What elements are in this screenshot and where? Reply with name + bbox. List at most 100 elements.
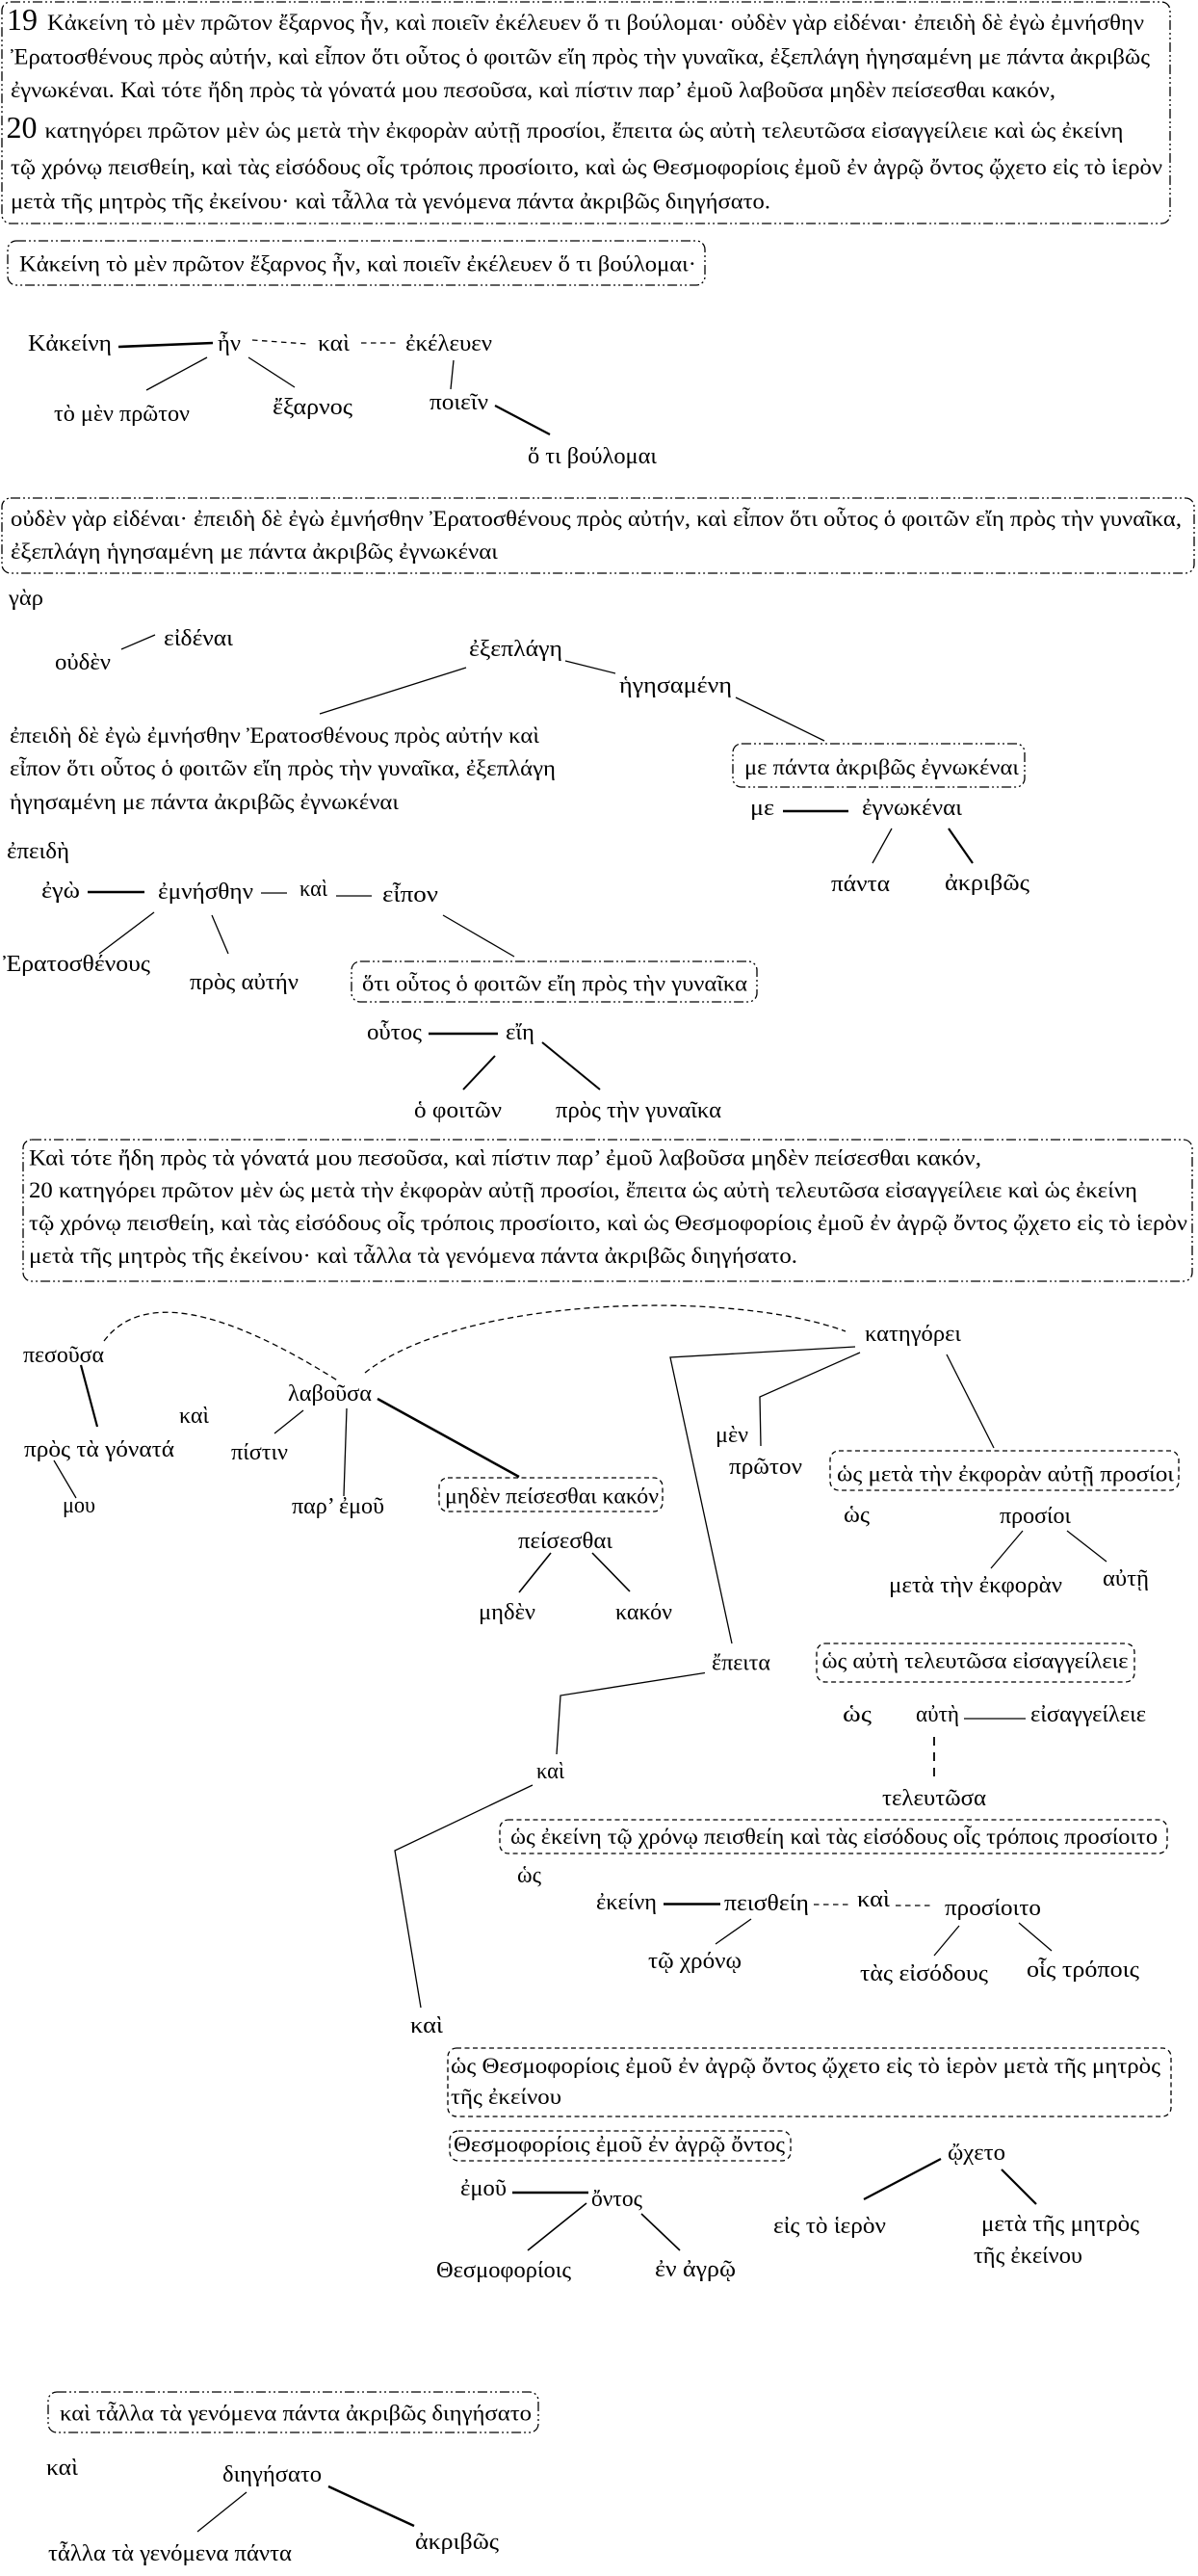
svg-text:ὡς ἐκείνη τῷ χρόνῳ πεισθείη κα: ὡς ἐκείνη τῷ χρόνῳ πεισθείη καὶ τὰς εἰσό… bbox=[510, 1825, 1158, 1849]
svg-text:καὶ τἆλλα τὰ γενόμενα πάντα ἀκ: καὶ τἆλλα τὰ γενόμενα πάντα ἀκριβῶς διηγ… bbox=[60, 2402, 532, 2426]
svg-text:αὐτὴ: αὐτὴ bbox=[916, 1701, 959, 1727]
svg-text:οὗτος: οὗτος bbox=[367, 1019, 422, 1045]
svg-text:μετὰ τὴν ἐκφορὰν: μετὰ τὴν ἐκφορὰν bbox=[889, 1572, 1062, 1598]
svg-text:μηδὲν πείσεσθαι κακόν: μηδὲν πείσεσθαι κακόν bbox=[445, 1485, 659, 1509]
svg-text:ὡς: ὡς bbox=[844, 1502, 870, 1528]
svg-text:ἐκέλευεν: ἐκέλευεν bbox=[405, 330, 492, 356]
svg-text:Κἀκείνη τὸ μὲν πρῶτον ἔξαρνος: Κἀκείνη τὸ μὲν πρῶτον ἔξαρνος ἦν, καὶ πο… bbox=[47, 11, 1144, 35]
svg-text:παρ’ ἐμοῦ: παρ’ ἐμοῦ bbox=[292, 1493, 384, 1519]
svg-text:Θεσμοφορίοις ἐμοῦ ἐν ἀγρῷ ὄντο: Θεσμοφορίοις ἐμοῦ ἐν ἀγρῷ ὄντος bbox=[454, 2133, 785, 2157]
svg-text:τῷ χρόνῳ πεισθείη, καὶ τὰς εἰσ: τῷ χρόνῳ πεισθείη, καὶ τὰς εἰσόδους οἷς … bbox=[29, 1211, 1187, 1235]
svg-text:με πάντα ἀκριβῶς ἐγνωκέναι: με πάντα ἀκριβῶς ἐγνωκέναι bbox=[744, 755, 1020, 779]
svg-text:πρὸς αὐτήν: πρὸς αὐτήν bbox=[190, 969, 299, 995]
svg-text:ἡγησαμένη: ἡγησαμένη bbox=[619, 672, 732, 698]
svg-text:πρὸς τὴν γυναῖκα: πρὸς τὴν γυναῖκα bbox=[556, 1097, 721, 1123]
svg-text:ἐν ἀγρῷ: ἐν ἀγρῷ bbox=[655, 2256, 736, 2282]
svg-text:τελευτῶσα: τελευτῶσα bbox=[882, 1785, 986, 1811]
svg-text:ὡς Θεσμοφορίοις ἐμοῦ ἐν ἀγρῷ ὄ: ὡς Θεσμοφορίοις ἐμοῦ ἐν ἀγρῷ ὄντος ᾤχετο… bbox=[451, 2054, 1160, 2078]
svg-text:ποιεῖν: ποιεῖν bbox=[430, 389, 488, 415]
svg-text:ἐξεπλάγη ἡγησαμένη με πάντα ἀκ: ἐξεπλάγη ἡγησαμένη με πάντα ἀκριβῶς ἐγνω… bbox=[11, 539, 499, 564]
svg-text:καὶ: καὶ bbox=[300, 876, 327, 902]
svg-text:Θεσμοφορίοις: Θεσμοφορίοις bbox=[436, 2257, 571, 2283]
svg-text:προσίοιτο: προσίοιτο bbox=[945, 1895, 1041, 1921]
svg-text:ἐγνωκέναι. Καὶ τότε ἤδη πρὸς τ: ἐγνωκέναι. Καὶ τότε ἤδη πρὸς τὰ γόνατά μ… bbox=[11, 78, 1055, 102]
svg-text:ὄντος: ὄντος bbox=[591, 2186, 642, 2212]
svg-text:οὐδὲν: οὐδὲν bbox=[55, 649, 111, 675]
svg-text:κατηγόρει πρῶτον μὲν ὡς μετὰ τ: κατηγόρει πρῶτον μὲν ὡς μετὰ τὴν ἐκφορὰν… bbox=[45, 118, 1124, 143]
svg-text:τῷ χρόνῳ πεισθείη, καὶ τὰς εἰσ: τῷ χρόνῳ πεισθείη, καὶ τὰς εἰσόδους οἷς … bbox=[11, 155, 1162, 179]
svg-text:εἴη: εἴη bbox=[506, 1019, 534, 1045]
svg-text:γὰρ: γὰρ bbox=[8, 586, 43, 610]
svg-text:πίστιν: πίστιν bbox=[231, 1439, 288, 1465]
svg-text:19: 19 bbox=[7, 2, 38, 37]
svg-text:πρῶτον: πρῶτον bbox=[729, 1454, 802, 1480]
svg-text:καὶ: καὶ bbox=[46, 2455, 78, 2481]
svg-text:διηγήσατο: διηγήσατο bbox=[222, 2461, 322, 2487]
svg-text:ἀκριβῶς: ἀκριβῶς bbox=[945, 870, 1029, 896]
svg-text:μου: μου bbox=[63, 1492, 95, 1518]
svg-text:20 κατηγόρει πρῶτον μὲν ὡς μετ: 20 κατηγόρει πρῶτον μὲν ὡς μετὰ τὴν ἐκφο… bbox=[29, 1178, 1137, 1202]
svg-text:ἐκείνη: ἐκείνη bbox=[596, 1889, 657, 1915]
svg-text:ὡς: ὡς bbox=[843, 1701, 872, 1727]
svg-text:πεσοῦσα: πεσοῦσα bbox=[23, 1342, 104, 1368]
svg-text:ὅτι οὗτος ὁ φοιτῶν εἴη πρὸς τὴ: ὅτι οὗτος ὁ φοιτῶν εἴη πρὸς τὴν γυναῖκα bbox=[362, 972, 747, 996]
svg-text:οἷς τρόποις: οἷς τρόποις bbox=[1027, 1957, 1139, 1983]
svg-text:μὲν: μὲν bbox=[716, 1422, 748, 1448]
svg-text:ὡς μετὰ τὴν ἐκφορὰν αὐτῇ προσί: ὡς μετὰ τὴν ἐκφορὰν αὐτῇ προσίοι bbox=[837, 1462, 1175, 1486]
svg-text:Καὶ τότε ἤδη πρὸς τὰ γόνατά μο: Καὶ τότε ἤδη πρὸς τὰ γόνατά μου πεσοῦσα,… bbox=[29, 1146, 981, 1170]
svg-text:Κἀκείνη: Κἀκείνη bbox=[28, 330, 112, 356]
svg-text:ἐπειδὴ: ἐπειδὴ bbox=[7, 838, 69, 864]
svg-text:εἶπον: εἶπον bbox=[382, 881, 438, 907]
svg-text:Κἀκείνη τὸ μὲν πρῶτον ἔξαρνος: Κἀκείνη τὸ μὲν πρῶτον ἔξαρνος ἦν, καὶ πο… bbox=[19, 252, 696, 276]
svg-text:πάντα: πάντα bbox=[831, 871, 890, 897]
svg-text:καὶ: καὶ bbox=[536, 1758, 564, 1784]
svg-text:τῆς ἐκείνου: τῆς ἐκείνου bbox=[974, 2243, 1082, 2269]
svg-text:εἰδέναι: εἰδέναι bbox=[164, 625, 233, 651]
svg-text:ὡς αὐτὴ τελευτῶσα εἰσαγγείλειε: ὡς αὐτὴ τελευτῶσα εἰσαγγείλειε bbox=[822, 1649, 1129, 1673]
svg-text:τἆλλα τὰ γενόμενα πάντα: τἆλλα τὰ γενόμενα πάντα bbox=[48, 2540, 292, 2566]
svg-text:οὐδὲν γὰρ εἰδέναι· ἐπειδὴ δὲ ἐ: οὐδὲν γὰρ εἰδέναι· ἐπειδὴ δὲ ἐγὼ ἐμνήσθη… bbox=[11, 507, 1182, 531]
svg-text:καὶ: καὶ bbox=[318, 330, 350, 356]
svg-text:μετὰ τῆς μητρὸς τῆς ἐκείνου· κ: μετὰ τῆς μητρὸς τῆς ἐκείνου· καὶ τἆλλα τ… bbox=[11, 190, 770, 214]
svg-text:ἔπειτα: ἔπειτα bbox=[712, 1650, 770, 1676]
svg-text:Ἐρατοσθένους: Ἐρατοσθένους bbox=[3, 951, 150, 977]
svg-text:ὁ φοιτῶν: ὁ φοιτῶν bbox=[414, 1097, 502, 1123]
svg-text:ὅ τι βούλομαι: ὅ τι βούλομαι bbox=[528, 443, 657, 469]
svg-text:πρὸς τὰ γόνατά: πρὸς τὰ γόνατά bbox=[24, 1436, 174, 1462]
svg-text:προσίοι: προσίοι bbox=[1000, 1503, 1071, 1529]
svg-text:τῷ χρόνῳ: τῷ χρόνῳ bbox=[648, 1948, 742, 1974]
svg-text:κακόν: κακόν bbox=[615, 1599, 672, 1625]
svg-text:καὶ: καὶ bbox=[179, 1403, 209, 1429]
svg-text:20: 20 bbox=[7, 110, 38, 145]
svg-text:μηδὲν: μηδὲν bbox=[479, 1599, 535, 1625]
svg-text:τῆς ἐκείνου: τῆς ἐκείνου bbox=[451, 2085, 561, 2109]
svg-text:ἐπειδὴ δὲ ἐγὼ ἐμνήσθην Ἐρατοσθ: ἐπειδὴ δὲ ἐγὼ ἐμνήσθην Ἐρατοσθένους πρὸς… bbox=[10, 723, 540, 748]
svg-text:ἐγὼ: ἐγὼ bbox=[41, 878, 80, 904]
svg-text:λαβοῦσα: λαβοῦσα bbox=[288, 1380, 372, 1406]
svg-text:ἐμοῦ: ἐμοῦ bbox=[460, 2175, 507, 2201]
svg-text:εἰς τὸ ἱερὸν: εἰς τὸ ἱερὸν bbox=[773, 2213, 886, 2239]
svg-text:κατηγόρει: κατηγόρει bbox=[865, 1321, 961, 1347]
svg-text:αὐτῇ: αὐτῇ bbox=[1103, 1565, 1149, 1591]
svg-text:μετὰ τῆς μητρὸς τῆς ἐκείνου· κ: μετὰ τῆς μητρὸς τῆς ἐκείνου· καὶ τἆλλα τ… bbox=[29, 1244, 797, 1268]
svg-text:μετὰ τῆς μητρὸς: μετὰ τῆς μητρὸς bbox=[981, 2211, 1139, 2237]
svg-text:ἔξαρνος: ἔξαρνος bbox=[273, 394, 352, 420]
svg-text:ἐμνήσθην: ἐμνήσθην bbox=[158, 879, 253, 905]
svg-text:εἰσαγγείλειε: εἰσαγγείλειε bbox=[1030, 1701, 1146, 1727]
svg-text:εἶπον ὅτι οὗτος ὁ φοιτῶν εἴη π: εἶπον ὅτι οὗτος ὁ φοιτῶν εἴη πρὸς τὴν γυ… bbox=[10, 756, 556, 780]
svg-text:ὡς: ὡς bbox=[517, 1862, 541, 1888]
svg-text:ᾤχετο: ᾤχετο bbox=[948, 2140, 1005, 2166]
svg-text:ἐγνωκέναι: ἐγνωκέναι bbox=[862, 795, 962, 821]
svg-text:ἀκριβῶς: ἀκριβῶς bbox=[415, 2529, 499, 2555]
svg-text:ἡγησαμένη με πάντα ἀκριβῶς ἐγν: ἡγησαμένη με πάντα ἀκριβῶς ἐγνωκέναι bbox=[10, 790, 400, 814]
svg-text:καὶ: καὶ bbox=[857, 1886, 890, 1912]
svg-text:πείσεσθαι: πείσεσθαι bbox=[518, 1528, 612, 1554]
svg-text:πεισθείη: πεισθείη bbox=[724, 1890, 809, 1916]
svg-text:τὰς εἰσόδους: τὰς εἰσόδους bbox=[860, 1960, 988, 1986]
svg-text:Ἐρατοσθένους πρὸς αὐτήν, καὶ ε: Ἐρατοσθένους πρὸς αὐτήν, καὶ εἶπον ὅτι ο… bbox=[11, 45, 1150, 69]
svg-text:ἦν: ἦν bbox=[218, 330, 241, 356]
svg-text:με: με bbox=[750, 795, 774, 821]
svg-text:καὶ: καὶ bbox=[410, 2012, 443, 2038]
svg-text:ἐξεπλάγη: ἐξεπλάγη bbox=[469, 636, 562, 662]
svg-text:τὸ μὲν πρῶτον: τὸ μὲν πρῶτον bbox=[54, 401, 190, 427]
